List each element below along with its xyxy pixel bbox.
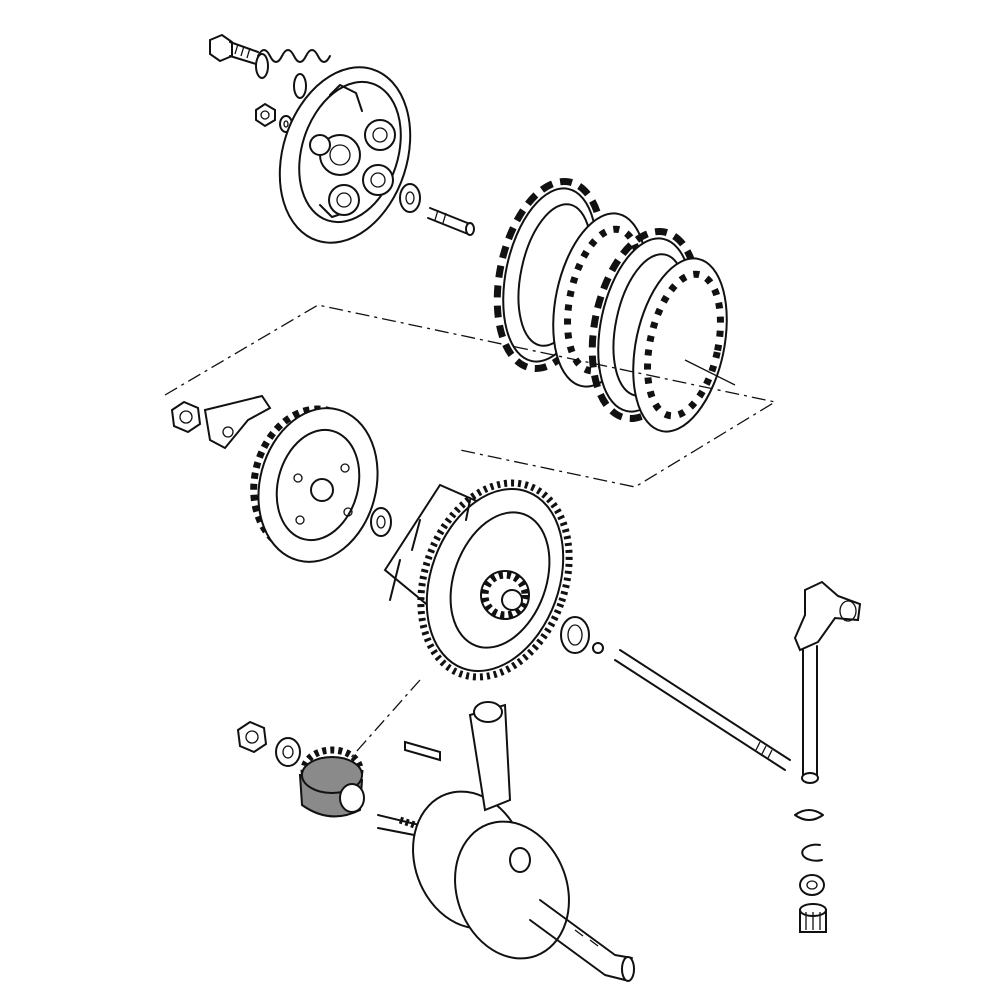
circlip bbox=[801, 843, 823, 862]
clutch-plate bbox=[632, 257, 728, 433]
primary-drive-gear bbox=[298, 746, 365, 818]
lock-nut bbox=[170, 400, 202, 434]
clutch-lever-shaft bbox=[793, 580, 862, 784]
clutch-center bbox=[250, 405, 379, 563]
push-rod bbox=[614, 649, 791, 771]
thrust-washer bbox=[560, 616, 590, 654]
crank-nut bbox=[236, 720, 268, 754]
circlip bbox=[370, 507, 392, 537]
clutch-bolt bbox=[209, 33, 259, 65]
steel-ball bbox=[592, 642, 604, 654]
leader-line bbox=[339, 679, 421, 771]
clutch-outer bbox=[383, 479, 573, 681]
crank-washer bbox=[275, 737, 301, 767]
needle-bearing bbox=[799, 903, 827, 933]
woodruff-key bbox=[404, 740, 441, 762]
clutch-spring bbox=[255, 49, 331, 99]
return-spring bbox=[794, 809, 824, 821]
lifter-bearing bbox=[399, 183, 421, 213]
crankshaft bbox=[377, 701, 635, 982]
assembly-boundary bbox=[164, 304, 777, 488]
lock-washer bbox=[203, 394, 272, 450]
leader-line bbox=[684, 359, 736, 386]
lifter-rod bbox=[427, 207, 475, 236]
clutch-pressure-plate bbox=[278, 66, 412, 244]
nut bbox=[255, 102, 276, 128]
oil-seal bbox=[799, 874, 825, 896]
